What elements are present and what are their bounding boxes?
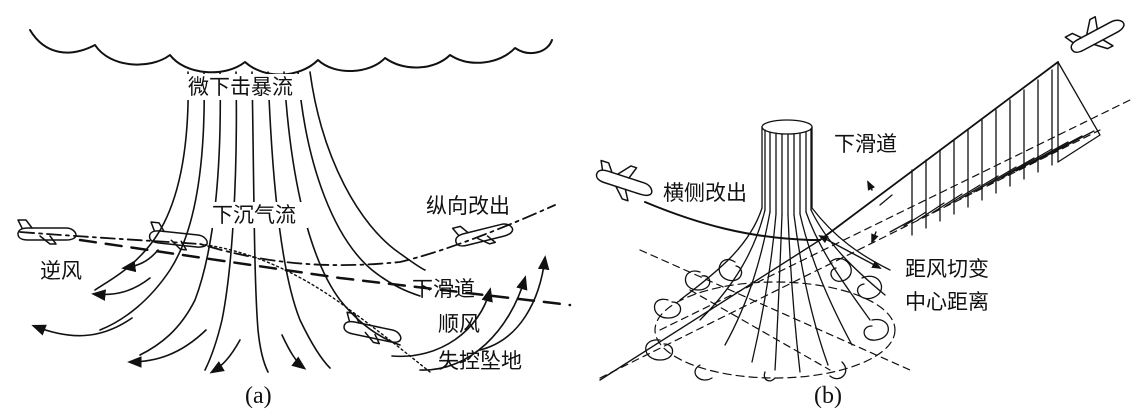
- glideslope-line-b: [819, 61, 1059, 241]
- label-crash: 失控坠地: [438, 349, 522, 373]
- label-glideslope-b: 下滑道: [834, 132, 897, 156]
- microburst-column: [679, 119, 891, 373]
- arrow-icon: [419, 275, 528, 371]
- panel-a: 微下击暴流 下沉气流 纵向改出 逆风 下滑道 顺风 失控坠地 (a): [17, 29, 572, 409]
- airplane-icon: [343, 311, 402, 345]
- label-tailwind: 顺风: [438, 312, 480, 336]
- arrow-icon: [209, 339, 241, 374]
- recovery-path: [19, 204, 556, 267]
- label-longitudinal-recovery: 纵向改出: [426, 194, 510, 218]
- arrow-icon: [91, 277, 151, 301]
- label-headwind: 逆风: [40, 259, 82, 283]
- arrow-icon: [479, 255, 550, 351]
- downdraft-streamlines: [94, 71, 426, 373]
- arrow-icon: [281, 334, 307, 370]
- label-distance-2: 中心距离: [905, 290, 989, 314]
- lateral-recovery-path: [644, 201, 821, 241]
- arrow-icon: [31, 317, 133, 337]
- arrow-icon: [127, 329, 207, 368]
- airplane-icon: [148, 221, 208, 251]
- arrow-icon: [391, 287, 493, 358]
- arrow-icon: [121, 249, 159, 273]
- wind-profile: [879, 61, 1095, 236]
- caption-b: (b): [814, 383, 842, 409]
- panel-b: 下滑道 横侧改出 距风切变 中心距离 (b): [595, 15, 1131, 409]
- wind-profile-edge: [1057, 61, 1101, 163]
- crash-path: [199, 243, 431, 373]
- glideslope-line: [78, 238, 572, 307]
- outflow-arrows: [31, 249, 550, 374]
- label-distance-1: 距风切变: [905, 257, 989, 281]
- airplane-icon: [17, 219, 77, 245]
- airplane-icon: [451, 223, 514, 247]
- label-glideslope-a: 下滑道: [412, 277, 475, 301]
- label-downdraft: 下沉气流: [212, 203, 296, 227]
- airplane-icon: [595, 159, 653, 202]
- vortex-icon: [645, 257, 889, 382]
- cloud-icon: [29, 29, 553, 76]
- airplane-icon: [1064, 15, 1125, 53]
- label-lateral-recovery: 横侧改出: [663, 181, 747, 205]
- caption-a: (a): [245, 383, 272, 409]
- label-microburst: 微下击暴流: [188, 75, 293, 99]
- distance-arrows: [818, 180, 882, 269]
